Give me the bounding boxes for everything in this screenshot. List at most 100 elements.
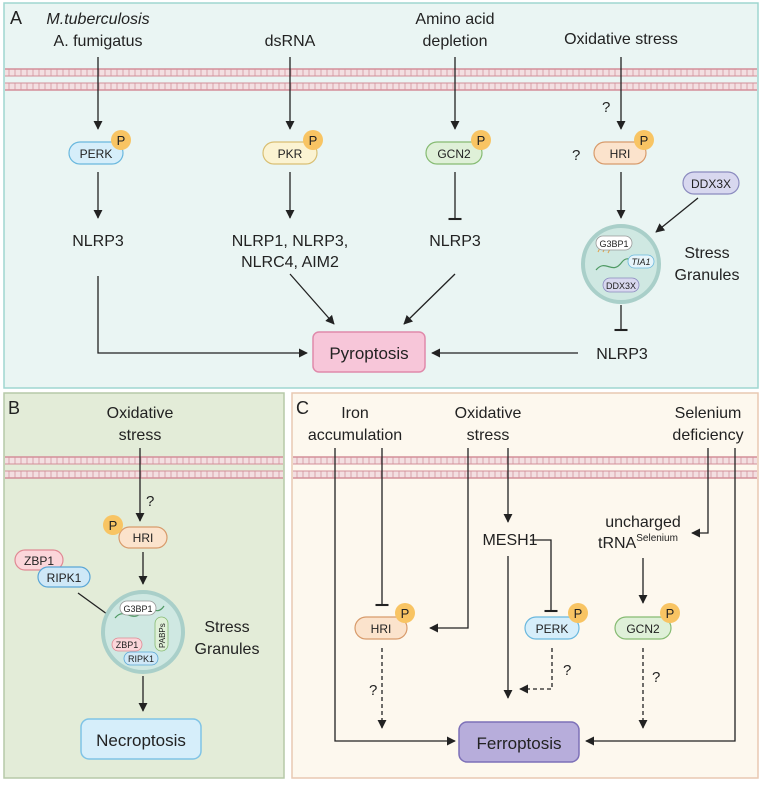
svg-text:P: P <box>117 133 126 148</box>
svg-text:PKR: PKR <box>278 147 303 161</box>
svg-text:HRI: HRI <box>371 622 392 636</box>
svg-text:P: P <box>401 606 410 621</box>
panel-c-letter: C <box>296 398 309 418</box>
arrow <box>403 273 456 325</box>
c-iron: Iron <box>341 405 369 422</box>
c-deficiency: deficiency <box>672 427 743 444</box>
svg-text:Pyroptosis: Pyroptosis <box>329 344 408 363</box>
output-nlrp3-hri: NLRP3 <box>596 346 648 363</box>
input-afumigatus: A. fumigatus <box>54 33 143 50</box>
ferroptosis-box: Ferroptosis <box>458 721 580 763</box>
trna-superscript: Selenium <box>636 533 678 544</box>
stress-granule-a: G3BP1 TIA1 DDX3X <box>581 224 661 304</box>
svg-text:GCN2: GCN2 <box>626 622 660 636</box>
arrow <box>429 448 469 633</box>
membrane-a <box>5 68 757 91</box>
trna-label: tRNASelenium <box>598 533 678 552</box>
svg-text:G3BP1: G3BP1 <box>599 239 628 249</box>
kinase-gcn2: GCN2 P <box>425 130 491 165</box>
c-stress: stress <box>467 427 510 444</box>
input-mtuberculosis: M.tuberculosis <box>46 11 149 28</box>
b-oxidative: Oxidative <box>107 405 174 422</box>
phospho-badge <box>303 130 323 150</box>
kinase-hri-b: HRI P <box>103 515 168 549</box>
arrow <box>334 448 456 746</box>
kinase-gcn2-c: GCN2 P <box>614 603 680 640</box>
c-oxidative: Oxidative <box>455 405 522 422</box>
stress-granules-label-1: Stress <box>684 245 729 262</box>
c-accumulation: accumulation <box>308 427 402 444</box>
kinase-hri: HRI P <box>593 130 654 165</box>
svg-text:P: P <box>109 518 118 533</box>
svg-text:RIPK1: RIPK1 <box>128 654 154 664</box>
phospho-badge <box>111 130 131 150</box>
membrane-c <box>293 456 757 479</box>
arrow <box>691 448 709 538</box>
phospho-badge <box>103 515 123 535</box>
b-stress-granules-1: Stress <box>204 619 249 636</box>
phospho-badge <box>471 130 491 150</box>
svg-text:TIA1: TIA1 <box>631 257 650 267</box>
zbp1-protein: ZBP1 <box>14 549 64 571</box>
question-mark: ? <box>563 662 571 679</box>
svg-text:P: P <box>574 606 583 621</box>
inhibit-line <box>530 539 558 613</box>
arrow <box>97 276 308 358</box>
panel-a-letter: A <box>10 8 22 28</box>
mesh1: MESH1 <box>482 532 537 549</box>
input-depletion: depletion <box>423 33 488 50</box>
svg-text:P: P <box>477 133 486 148</box>
svg-text:P: P <box>666 606 675 621</box>
c-selenium: Selenium <box>675 405 742 422</box>
panel-a-background <box>3 2 759 389</box>
output-nlrp3-perk: NLRP3 <box>72 233 124 250</box>
svg-text:DDX3X: DDX3X <box>606 281 636 291</box>
trna-text: tRNA <box>598 535 637 552</box>
question-mark: ? <box>369 682 377 699</box>
necroptosis-box: Necroptosis <box>80 718 202 760</box>
svg-text:DDX3X: DDX3X <box>691 177 731 191</box>
pyroptosis-box: Pyroptosis <box>312 331 426 373</box>
panel-b-letter: B <box>8 398 20 418</box>
ripk1-protein: RIPK1 <box>37 566 91 588</box>
svg-text:PERK: PERK <box>80 147 113 161</box>
stress-granules-label-2: Granules <box>675 267 740 284</box>
output-pkr-line2: NLRC4, AIM2 <box>241 254 339 271</box>
svg-text:Ferroptosis: Ferroptosis <box>476 734 561 753</box>
input-dsrna: dsRNA <box>265 33 316 50</box>
question-mark: ? <box>652 669 660 686</box>
svg-text:PERK: PERK <box>536 622 569 636</box>
arrow <box>289 273 335 325</box>
output-nlrp3-gcn2: NLRP3 <box>429 233 481 250</box>
kinase-hri-c: HRI P <box>354 603 415 640</box>
svg-text:P: P <box>640 133 649 148</box>
svg-text:RIPK1: RIPK1 <box>47 571 82 585</box>
phospho-badge <box>660 603 680 623</box>
arrow <box>655 197 699 233</box>
svg-text:PABPs: PABPs <box>158 623 167 648</box>
input-oxidative-stress: Oxidative stress <box>564 31 678 48</box>
kinase-perk-c: PERK P <box>524 603 588 640</box>
phospho-badge <box>568 603 588 623</box>
panel-c-background <box>291 392 759 779</box>
input-amino-acid: Amino acid <box>415 11 494 28</box>
svg-text:HRI: HRI <box>133 531 154 545</box>
b-stress: stress <box>119 427 162 444</box>
membrane-b <box>5 456 283 479</box>
svg-text:ZBP1: ZBP1 <box>24 554 54 568</box>
phospho-badge <box>395 603 415 623</box>
svg-text:G3BP1: G3BP1 <box>123 604 152 614</box>
question-mark: ? <box>146 493 154 510</box>
stress-granule-b: G3BP1 ZBP1 RIPK1 PABPs <box>101 590 185 674</box>
arrow <box>585 448 736 746</box>
kinase-pkr: PKR P <box>262 130 323 165</box>
svg-text:ZBP1: ZBP1 <box>116 640 139 650</box>
question-mark: ? <box>572 147 580 164</box>
kinase-perk: PERK P <box>68 130 131 165</box>
svg-text:HRI: HRI <box>610 147 631 161</box>
question-mark: ? <box>602 99 610 116</box>
uncharged-label: uncharged <box>605 514 681 531</box>
svg-text:GCN2: GCN2 <box>437 147 471 161</box>
output-pkr-line1: NLRP1, NLRP3, <box>232 233 349 250</box>
